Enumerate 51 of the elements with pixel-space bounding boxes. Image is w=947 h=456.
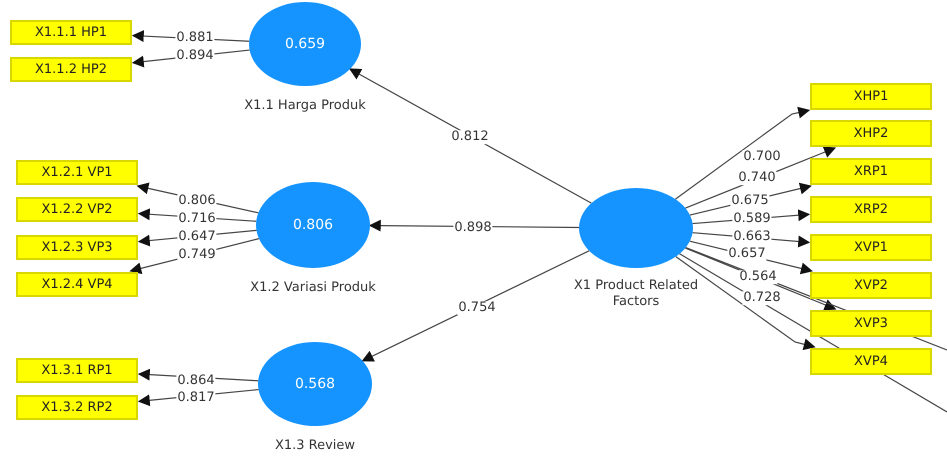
indicator-name: XVP4 — [854, 354, 888, 369]
indicator-name: XVP2 — [854, 278, 888, 293]
indicator-box — [16, 395, 138, 420]
indicator-box — [16, 272, 138, 297]
indicator-box — [16, 197, 138, 222]
value-text: 0.806 — [292, 217, 334, 233]
edge-label: 0.564 — [738, 270, 778, 284]
edge-label: 0.754 — [457, 301, 497, 315]
indicator-name: XHP1 — [854, 89, 888, 104]
indicator-box — [810, 348, 932, 375]
indicator-name: XVP3 — [854, 316, 888, 331]
value-text: 0.659 — [284, 36, 326, 52]
indicator-name: XRP2 — [854, 202, 888, 217]
arrow — [362, 250, 590, 362]
construct-name: X1 Product Related Factors — [572, 278, 700, 310]
indicator-name: X1.2.3 VP3 — [41, 240, 113, 255]
indicator-name: X1.3.1 RP1 — [41, 363, 113, 378]
indicator-name: XVP1 — [854, 240, 888, 255]
value-text: 0.568 — [294, 376, 336, 392]
edge-label: 0.740 — [737, 171, 777, 185]
indicator-box — [810, 272, 932, 299]
indicator-box — [10, 20, 132, 45]
indicator-name: X1.1.2 HP2 — [34, 62, 107, 77]
indicator-box — [16, 358, 138, 383]
indicator-name: X1.2.2 VP2 — [41, 202, 113, 217]
indicator-box — [810, 83, 932, 110]
edge-label: 0.675 — [730, 194, 770, 208]
arrow — [675, 106, 810, 200]
indicator-box — [810, 120, 932, 147]
indicator-box — [16, 235, 138, 260]
construct-name: X1.1 Harga Produk — [244, 98, 366, 114]
indicator-name: XHP2 — [854, 126, 888, 141]
construct-name: X1.2 Variasi Produk — [250, 280, 376, 296]
edge-label: 0.657 — [727, 247, 767, 261]
edge-label: 0.749 — [177, 248, 217, 262]
construct-name: X1.3 Review — [274, 438, 356, 454]
edge-label: 0.728 — [742, 291, 782, 305]
arrow — [348, 68, 592, 204]
indicator-box — [10, 57, 132, 82]
indicator-name: X1.1.1 HP1 — [34, 25, 107, 40]
indicator-box — [810, 196, 932, 223]
indicator-box — [810, 310, 932, 337]
indicator-name: X1.3.2 RP2 — [41, 400, 113, 415]
edge-label: 0.812 — [450, 130, 490, 144]
indicator-name: X1.2.1 VP1 — [41, 165, 113, 180]
indicator-name: X1.2.4 VP4 — [41, 277, 113, 292]
indicator-name: XRP1 — [854, 164, 888, 179]
indicator-box — [810, 158, 932, 185]
arrow — [676, 256, 816, 350]
indicator-box — [16, 160, 138, 185]
indicator-box — [810, 234, 932, 261]
